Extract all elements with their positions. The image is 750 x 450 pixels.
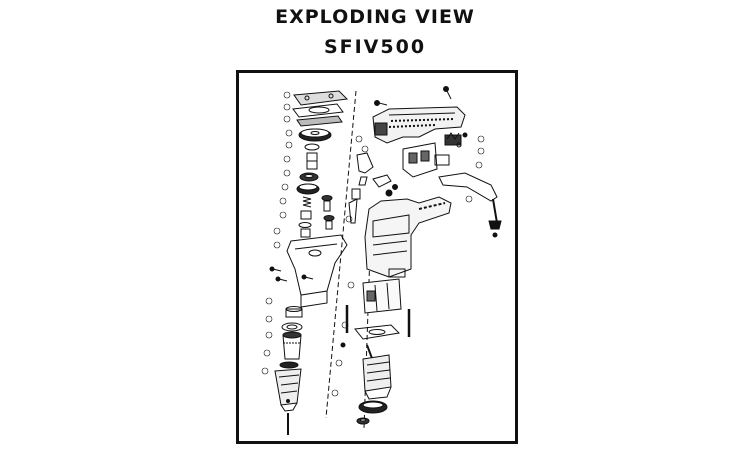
- gear-housing: [286, 234, 348, 308]
- motor-housing: [364, 196, 452, 278]
- switch-mechanism: [372, 174, 398, 197]
- top-screws: [374, 86, 452, 106]
- brush-holders: [345, 305, 411, 337]
- field-coil: [362, 278, 402, 314]
- part-callouts: [261, 91, 485, 397]
- small-parts: [446, 132, 468, 148]
- chuck-ring: [279, 361, 299, 369]
- spur-gear-large: [298, 128, 332, 142]
- depth-ring: [281, 322, 303, 332]
- spindle-shaft: [306, 152, 318, 170]
- bearing-upper: [299, 172, 319, 182]
- cooling-fan: [358, 400, 388, 414]
- model-name: SFIV500: [323, 36, 427, 58]
- fan-bearing: [356, 417, 370, 425]
- speed-controller: [434, 134, 462, 166]
- baffle-plate: [340, 324, 401, 348]
- gasket: [296, 115, 343, 127]
- clutch-gear: [296, 183, 320, 195]
- exploded-diagram: [261, 86, 502, 435]
- collar: [285, 306, 303, 318]
- keyless-chuck: [274, 368, 302, 412]
- armature: [362, 344, 392, 400]
- gear-washer: [304, 143, 320, 151]
- small-gear-cluster: [321, 195, 335, 230]
- chuck-bit: [286, 399, 290, 435]
- handle-half: [372, 106, 466, 144]
- page-title: EXPLODING VIEW: [275, 6, 475, 28]
- spring: [302, 196, 312, 208]
- side-bracket: [402, 142, 438, 178]
- gear-cover-plate: [293, 90, 349, 106]
- bearing-plate: [292, 103, 344, 118]
- cord-guard: [438, 172, 502, 238]
- exploded-view-frame: [236, 70, 518, 444]
- housing-screws: [269, 266, 314, 282]
- bushing-stack: [298, 210, 312, 238]
- chuck-sleeve: [282, 331, 302, 360]
